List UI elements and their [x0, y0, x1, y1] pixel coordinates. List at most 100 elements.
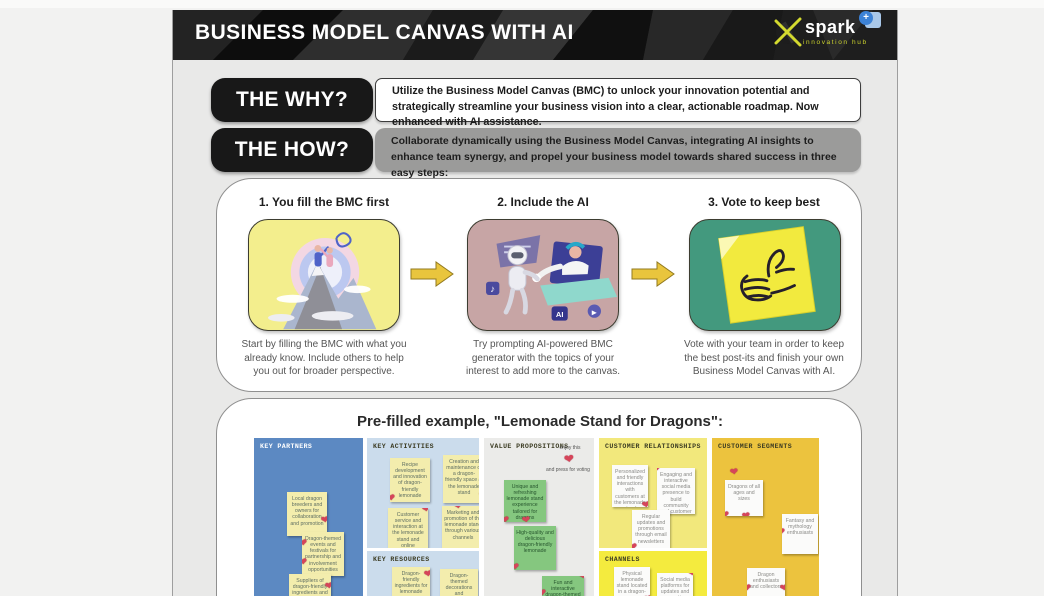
- note-text: Creation and maintenance of a dragon-fri…: [445, 459, 479, 496]
- postit-note[interactable]: Fun and interactive dragon-themed atmosp…: [542, 576, 584, 596]
- postit-note[interactable]: Dragon-themed events and festivals for p…: [302, 532, 344, 576]
- vote-heart-icon[interactable]: ❤: [420, 508, 428, 516]
- spark-logo-tagline: innovation hub: [803, 39, 868, 46]
- note-text: Local dragon breeders and owners for col…: [290, 496, 324, 527]
- vote-heart-icon[interactable]: ❤: [323, 580, 331, 593]
- why-text-box: Utilize the Business Model Canvas (BMC) …: [375, 78, 861, 128]
- spark-logo-name: spark: [805, 17, 856, 37]
- vote-heart-icon[interactable]: ❤: [640, 499, 648, 507]
- comment-badge-icon[interactable]: +: [859, 11, 873, 25]
- example-container: Pre-filled example, "Lemonade Stand for …: [216, 398, 862, 596]
- step-1-description: Start by filling the BMC with what you a…: [241, 339, 407, 377]
- content-panel: BUSINESS MODEL CANVAS WITH AI spark inno…: [172, 10, 898, 596]
- vote-heart-icon[interactable]: ❤: [778, 582, 785, 595]
- postit-note[interactable]: Social media platforms for updates and p…: [657, 573, 693, 596]
- header-polygon-background: [173, 10, 897, 60]
- vote-heart-icon[interactable]: ❤: [729, 466, 740, 479]
- postit-note[interactable]: Physical lemonade stand located in a dra…: [614, 567, 650, 596]
- section-label: KEY PARTNERS: [260, 443, 313, 450]
- postit-note[interactable]: Local dragon breeders and owners for col…: [287, 492, 327, 536]
- note-text: Customer service and interaction at the …: [392, 512, 424, 548]
- bmc-section-key-resources: KEY RESOURCES Dragon-friendly ingredient…: [367, 551, 479, 596]
- bmc-section-key-activities: KEY ACTIVITIES Recipe development and in…: [367, 438, 479, 548]
- how-text-box: Collaborate dynamically using the Busine…: [375, 128, 861, 179]
- note-text: Physical lemonade stand located in a dra…: [616, 571, 648, 596]
- section-label: KEY ACTIVITIES: [373, 443, 434, 450]
- section-label: KEY RESOURCES: [373, 556, 430, 563]
- postit-note[interactable]: High-quality and delicious dragon-friend…: [514, 526, 556, 570]
- note-text: Dragon enthusiasts and collectors: [749, 572, 782, 591]
- page-title: BUSINESS MODEL CANVAS WITH AI: [195, 21, 574, 44]
- postit-note[interactable]: Personalized and friendly interactions w…: [612, 465, 648, 507]
- vote-heart-icon[interactable]: ❤: [686, 573, 693, 580]
- vote-heart-icon[interactable]: ❤: [422, 568, 430, 581]
- postit-note[interactable]: Recipe development and innovation of dra…: [390, 458, 430, 502]
- section-label: VALUE PROPOSITIONS: [490, 443, 569, 450]
- section-label: CHANNELS: [605, 556, 640, 563]
- vote-heart-icon[interactable]: ❤: [725, 509, 731, 516]
- postit-note[interactable]: Dragon enthusiasts and collectors ❤ ❤: [747, 568, 785, 596]
- robot-laptop-illustration: ♪ AI ▶: [486, 235, 618, 321]
- vote-heart-icon[interactable]: ❤: [504, 514, 511, 522]
- vote-heart-icon[interactable]: ❤: [577, 576, 584, 583]
- section-label: CUSTOMER SEGMENTS: [718, 443, 793, 450]
- postit-note[interactable]: Creation and maintenance of a dragon-fri…: [443, 455, 479, 503]
- step-2-illustration: ♪ AI ▶: [467, 219, 619, 331]
- step-2-title: 2. Include the AI: [497, 195, 589, 209]
- step-1-title: 1. You fill the BMC first: [258, 195, 390, 209]
- svg-text:AI: AI: [556, 310, 564, 319]
- vote-heart-icon[interactable]: ❤: [782, 526, 787, 539]
- vote-heart-icon[interactable]: ❤: [478, 489, 479, 501]
- bmc-section-channels: CHANNELS Physical lemonade stand located…: [599, 551, 707, 596]
- postit-note[interactable]: Suppliers of dragon-friendly ingredients…: [289, 574, 331, 596]
- thumbs-up-postit-illustration: [718, 226, 816, 324]
- postit-note[interactable]: Dragon-friendly ingredients for lemonade…: [392, 567, 430, 596]
- postit-note[interactable]: Fantasy and mythology enthusiasts ❤: [782, 514, 818, 554]
- vote-heart-icon[interactable]: ❤: [514, 561, 521, 570]
- vote-heart-icon[interactable]: ❤: [520, 514, 531, 522]
- annotation-enjoy-this: enjoy this: [559, 445, 581, 451]
- note-text: Fun and interactive dragon-themed atmosp…: [545, 580, 581, 596]
- step-2-description: Try prompting AI-powered BMC generator w…: [466, 339, 620, 377]
- note-text: Dragon-themed decorations and equipment: [445, 573, 473, 596]
- note-text: Personalized and friendly interactions w…: [614, 469, 646, 507]
- header-banner: BUSINESS MODEL CANVAS WITH AI spark inno…: [173, 10, 897, 60]
- vote-heart-icon[interactable]: ❤: [319, 514, 327, 527]
- vote-heart-icon[interactable]: ❤: [563, 451, 575, 467]
- vote-heart-icon[interactable]: ❤: [741, 510, 751, 516]
- note-text: Dragons of all ages and sizes: [727, 484, 760, 503]
- postit-note[interactable]: Marketing and promotion of the lemonade …: [442, 506, 479, 548]
- postit-note[interactable]: Unique and refreshing lemonade stand exp…: [504, 480, 546, 522]
- example-title: Pre-filled example, "Lemonade Stand for …: [357, 413, 723, 430]
- arrow-right-icon: [631, 261, 675, 287]
- vote-heart-icon[interactable]: ❤: [390, 492, 397, 502]
- vote-heart-icon[interactable]: ❤: [542, 587, 548, 596]
- section-label: CUSTOMER RELATIONSHIPS: [605, 443, 701, 450]
- note-text: Engaging and interactive social media pr…: [659, 472, 693, 514]
- step-3-description: Vote with your team in order to keep the…: [683, 339, 845, 377]
- steps-container: 1. You fill the BMC first 2. Include the…: [216, 178, 862, 392]
- postit-note[interactable]: Customer service and interaction at the …: [388, 508, 428, 548]
- why-label-pill: THE WHY?: [211, 78, 373, 122]
- step-3-illustration: [689, 219, 841, 331]
- postit-note[interactable]: Regular updates and promotions through e…: [632, 510, 670, 548]
- bmc-section-value-propositions: VALUE PROPOSITIONS enjoy this ❤ and pres…: [484, 438, 594, 596]
- note-text: Suppliers of dragon-friendly ingredients…: [292, 578, 328, 596]
- postit-note[interactable]: Engaging and interactive social media pr…: [657, 468, 695, 514]
- mountain-team-illustration: [268, 232, 377, 330]
- vote-heart-icon[interactable]: ❤: [452, 506, 463, 513]
- note-text: Dragon-themed events and festivals for p…: [304, 536, 342, 573]
- svg-text:▶: ▶: [592, 309, 598, 316]
- step-1-illustration: [248, 219, 400, 331]
- postit-note[interactable]: Dragons of all ages and sizes ❤ ❤: [725, 480, 763, 516]
- spark-x-icon: [774, 17, 802, 47]
- note-text: Recipe development and innovation of dra…: [393, 462, 427, 499]
- note-text: High-quality and delicious dragon-friend…: [516, 530, 554, 555]
- note-text: Fantasy and mythology enthusiasts: [785, 518, 815, 537]
- spark-logo: spark innovation hub: [773, 15, 885, 55]
- note-text: Unique and refreshing lemonade stand exp…: [506, 484, 544, 521]
- bmc-section-customer-segments: CUSTOMER SEGMENTS ❤ Dragons of all ages …: [712, 438, 819, 596]
- bmc-section-customer-relationships: CUSTOMER RELATIONSHIPS Personalized and …: [599, 438, 707, 548]
- postit-note[interactable]: Dragon-themed decorations and equipment: [440, 569, 478, 596]
- page-top-strip: [0, 0, 1044, 8]
